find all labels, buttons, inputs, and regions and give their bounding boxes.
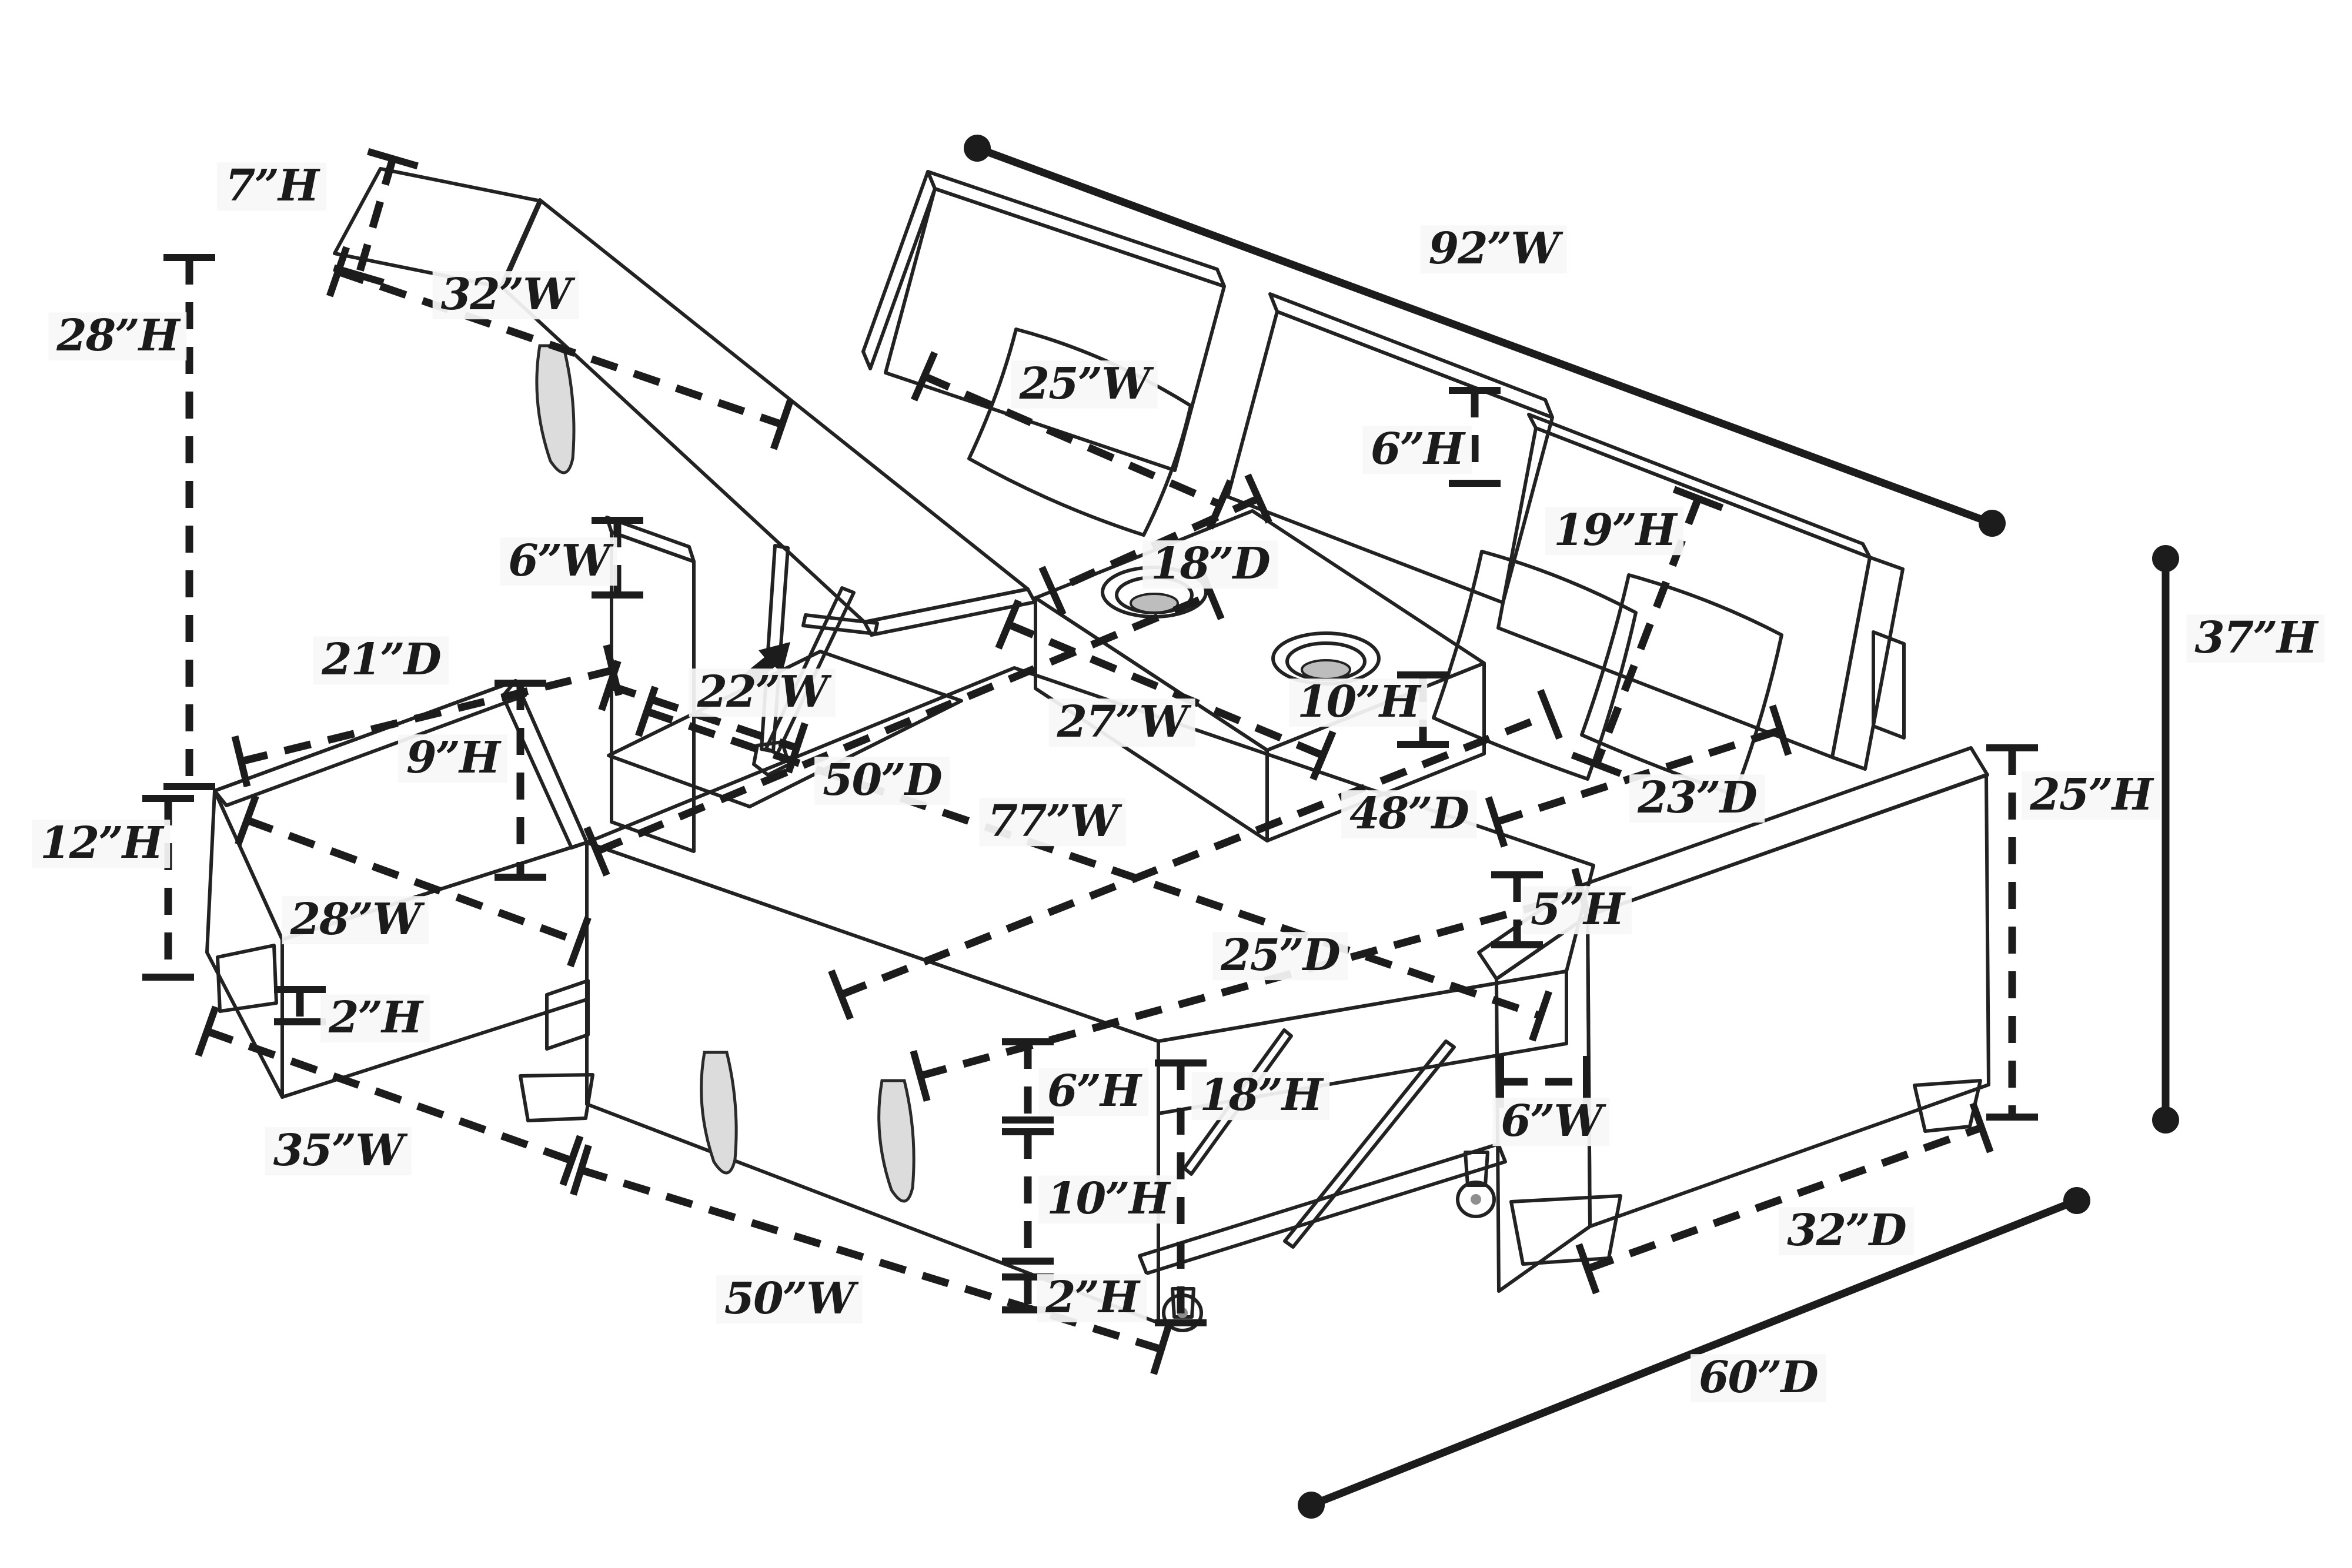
dim-line-bed-clearance-height [1155,1059,1207,1326]
frame-brace-right [1283,1039,1456,1249]
prop-rod-foot [752,740,791,777]
lid-underside-face [499,198,1030,624]
pillow-right-inner [1432,550,1638,781]
right-back-support [1872,630,1906,740]
left-back-top-face [926,170,1226,288]
dim-line-side-panel-width [592,517,643,599]
side-panel [605,516,696,853]
dimension-lines-layer [142,135,2179,1519]
bed-metal-frame [1138,1028,1507,1332]
pullout-bed-box [519,841,1568,1325]
arm-foot-back [1913,1079,1982,1133]
chaise-foot-right [545,979,590,1051]
middle-back-front-face [1226,310,1554,604]
bed-strap-left [700,1051,738,1175]
left-back-front-face [884,187,1226,472]
right-back-side-face [1830,556,1905,771]
dim-line-arm-width [1497,1056,1590,1108]
pillow-left-back [967,327,1192,537]
left-back-panel [861,170,1226,472]
dim-line-chaise-front-width [235,794,592,968]
right-arm [1477,746,1990,1293]
arm-foot-front [1509,1194,1622,1266]
dim-line-chaise-side-width [195,1005,584,1186]
arm-front-face [1495,914,1592,1293]
lid-strap-handle [535,344,576,474]
dim-line-arm-depth [1575,1102,1994,1295]
bed-foot-left [519,1073,594,1122]
cup-holder-left [1101,566,1208,618]
chaise-storage-box [205,679,590,1099]
chaise-lid-open [333,167,1037,637]
dim-line-overall-height [2152,545,2179,1134]
arm-inner-face [1586,773,1990,1228]
dim-line-arm-top-depth [1485,704,1792,848]
dim-line-sofa-width [635,686,1552,1042]
dim-line-bed-width [570,1144,1172,1375]
dim-line-chaise-storage-height [495,680,546,881]
dim-line-right-back-height [1571,486,1724,777]
deck-edge-face [1157,969,1568,1115]
dim-line-bed-box-height [1002,1128,1054,1265]
middle-back-panel [1226,292,1554,604]
prop-rod-brace [801,613,879,636]
dim-line-chaise-foot-height [274,986,326,1025]
dim-line-seat-depth [583,570,1225,877]
frame-rail [1138,1142,1507,1275]
storage-right-wall [501,679,589,850]
dim-line-lid-width [326,246,794,450]
chaise-foot-left [216,944,278,1013]
left-back-edge-face [861,170,937,370]
dim-line-console-height [1397,671,1449,748]
dim-line-overall-depth [1298,1187,2090,1519]
under-lid-storage-floor [607,650,963,808]
dim-line-lid-open-height [163,254,215,790]
dim-line-console-width [995,599,1337,781]
bed-front-face [585,841,1160,1325]
dim-line-bed-rail-height [1002,1038,1054,1124]
dim-line-chaise-storage-depth [231,644,623,788]
console-top-face [1034,509,1486,752]
dim-line-deck-lip-height [1491,871,1543,948]
dim-line-chaise-box-height [142,795,194,981]
frame-brace-left [1182,1028,1293,1176]
dim-line-overall-width [964,135,2006,537]
side-panel-front-face [610,530,696,853]
dim-line-bed-depth [828,688,1563,1021]
caster-right [1456,1151,1496,1218]
cup-holder-right [1271,631,1381,686]
dim-line-back-gap-height [1449,387,1501,487]
bed-strap-right [877,1079,916,1203]
dim-line-arm-height [1986,744,2038,1121]
